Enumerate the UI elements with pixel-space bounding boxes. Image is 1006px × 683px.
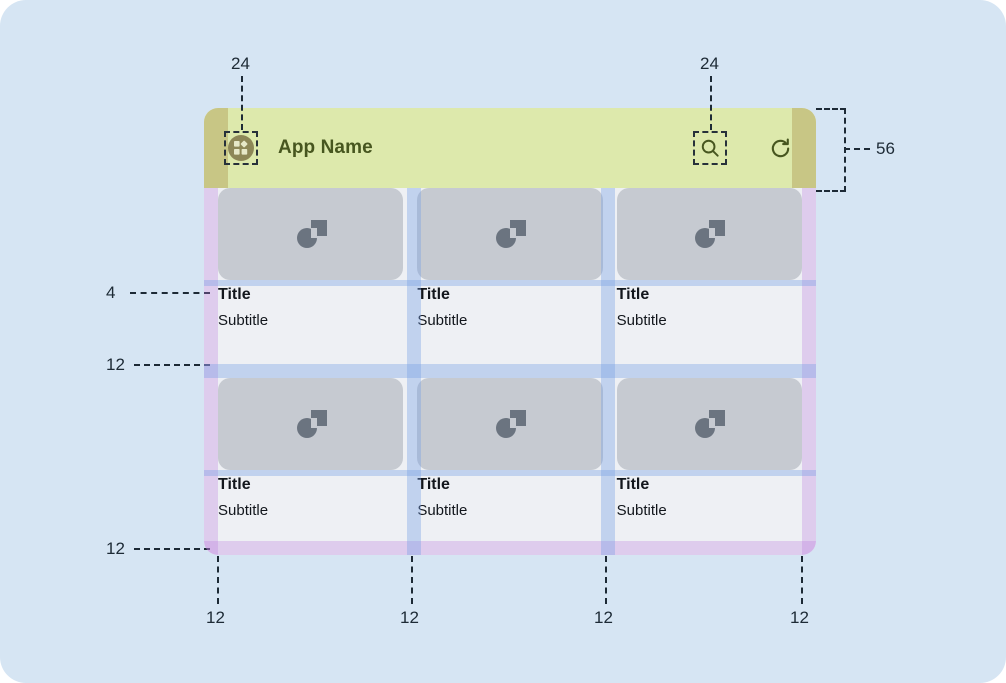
leader-line-gutter-3 [605, 556, 607, 604]
card-subtitle: Subtitle [218, 502, 269, 519]
card[interactable]: Title Subtitle [417, 378, 603, 554]
card[interactable]: Title Subtitle [218, 188, 404, 364]
card-meta: Title Subtitle [617, 470, 802, 521]
card-subtitle: Subtitle [616, 502, 667, 519]
widgets-icon [228, 135, 254, 161]
card-subtitle: Subtitle [417, 502, 468, 519]
leader-line-title-gap [130, 292, 210, 294]
annotation-title-gap: 4 [106, 283, 116, 302]
card-title: Title [218, 286, 251, 303]
card-subtitle: Subtitle [218, 312, 269, 329]
card-title: Title [417, 476, 450, 493]
card-thumbnail [218, 378, 404, 470]
card-grid: Title Subtitle T [218, 188, 802, 554]
card-meta: Title Subtitle [218, 280, 403, 331]
card[interactable]: Title Subtitle [417, 188, 603, 364]
image-placeholder-icon [495, 410, 526, 438]
card-meta: Title Subtitle [417, 280, 602, 331]
content-padding-right [802, 188, 816, 555]
card[interactable]: Title Subtitle [218, 378, 404, 554]
annotation-row-gap: 12 [106, 355, 125, 374]
card-title: Title [616, 476, 650, 493]
card-title: Title [417, 286, 450, 303]
annotation-gutter-2: 12 [400, 608, 419, 627]
card-title: Title [616, 286, 650, 303]
card-thumbnail [616, 188, 802, 280]
annotation-menu-padding: 24 [231, 54, 250, 73]
card-thumbnail [218, 188, 404, 280]
card-subtitle: Subtitle [616, 312, 667, 329]
leader-line-gutter-4 [801, 556, 803, 604]
image-placeholder-icon [695, 410, 726, 438]
card-thumbnail [616, 378, 802, 470]
leader-line-appbar-height [844, 148, 870, 150]
card-subtitle: Subtitle [417, 312, 468, 329]
refresh-button[interactable] [768, 136, 792, 160]
content-area: Title Subtitle T [204, 188, 816, 555]
leader-line-search-padding [710, 76, 712, 130]
card[interactable]: Title Subtitle [616, 188, 802, 364]
card-row: Title Subtitle T [218, 188, 802, 364]
annotation-appbar-height: 56 [876, 139, 895, 158]
image-placeholder-icon [495, 220, 526, 248]
image-placeholder-icon [695, 220, 726, 248]
refresh-icon [771, 137, 789, 157]
app-title: App Name [278, 137, 373, 158]
image-placeholder-icon [296, 220, 327, 248]
appbar-padding-left [204, 108, 228, 188]
appbar-padding-right [792, 108, 816, 188]
card-thumbnail [417, 188, 603, 280]
content-padding-bottom [204, 541, 816, 555]
card-meta: Title Subtitle [218, 470, 403, 521]
card[interactable]: Title Subtitle [616, 378, 802, 554]
leader-line-menu-padding [241, 76, 243, 130]
card-meta: Title Subtitle [617, 280, 802, 331]
annotation-gutter-4: 12 [790, 608, 809, 627]
menu-button[interactable] [224, 131, 258, 165]
card-title: Title [218, 476, 251, 493]
annotation-gutter-1: 12 [206, 608, 225, 627]
app-bar: App Name [204, 108, 816, 188]
content-padding-left [204, 188, 218, 555]
app-bar-content: App Name [224, 108, 792, 188]
image-placeholder-icon [296, 410, 327, 438]
search-button[interactable] [693, 131, 727, 165]
annotation-bottom-padding: 12 [106, 539, 125, 558]
measure-box-appbar-height [816, 108, 846, 192]
annotation-search-padding: 24 [700, 54, 719, 73]
leader-line-gutter-2 [411, 556, 413, 604]
leader-line-gutter-1 [217, 556, 219, 604]
card-row: Title Subtitle T [218, 378, 802, 554]
card-meta: Title Subtitle [417, 470, 602, 521]
leader-line-bottom-padding [134, 548, 210, 550]
app-frame: App Name [204, 108, 816, 555]
annotation-gutter-3: 12 [594, 608, 613, 627]
card-thumbnail [417, 378, 603, 470]
search-icon [701, 139, 719, 157]
leader-line-row-gap [134, 364, 210, 366]
